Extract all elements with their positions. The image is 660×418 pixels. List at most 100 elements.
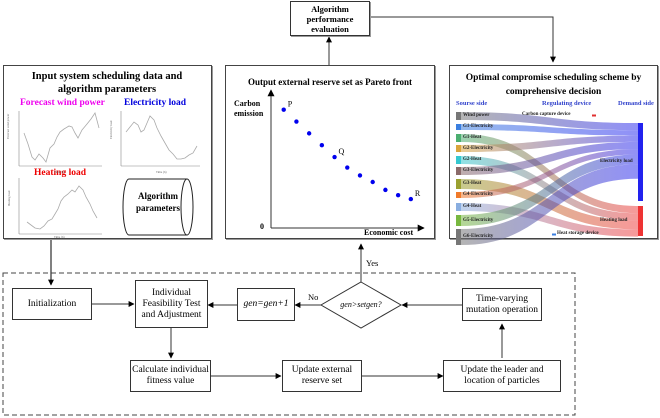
pareto-point [319, 143, 325, 148]
source-node [456, 124, 461, 130]
initialization-label: Initialization [27, 298, 77, 309]
x-axis-label: Economic cost [364, 228, 414, 237]
sankey-flow [461, 124, 638, 136]
svg-text:Time (h): Time (h) [156, 170, 166, 174]
regulating-device-header: Regulating device [542, 100, 592, 107]
y-axis-label: Carbon emission [234, 99, 264, 118]
origin-label: 0 [260, 222, 264, 231]
source-node [456, 215, 461, 226]
source-label: G3-Electricity [463, 168, 494, 173]
svg-text:Time (h): Time (h) [54, 235, 64, 239]
heating-load-chart: Heating load Time (h) [7, 178, 102, 239]
electricity-load-chart: Electricity load Time (h) [109, 111, 200, 174]
update-reserve-label: Update external reserve set [291, 365, 353, 386]
point-label-Q: Q [339, 147, 345, 156]
pareto-point [306, 131, 312, 136]
demand-label: Heating load [600, 218, 628, 223]
demand-label: Electricity load [600, 159, 633, 164]
regulating-node [552, 233, 556, 236]
point-label-P: P [288, 100, 293, 109]
sankey-flow [461, 164, 638, 245]
source-side-header: Sourse side [456, 100, 488, 107]
forecast-wind-power-chart: Forecast wind power Time (h) [6, 111, 102, 174]
heating-load-line [26, 185, 98, 230]
mutation-box: Time-varying mutation operation [462, 288, 542, 321]
electricity-load-label: Electricity load [124, 98, 186, 108]
yes-label: Yes [366, 258, 379, 268]
pareto-panel-title: Output external reserve set as Pareto fr… [248, 77, 412, 87]
mini-charts: Forecast wind power Time (h) Electricity… [6, 111, 200, 239]
algorithm-parameters-label: Algorithm parameters [136, 191, 180, 213]
evaluation-label: Algorithm performance evaluation [306, 3, 354, 34]
source-label: G2-Electricity [463, 145, 494, 151]
pareto-point [294, 119, 299, 124]
regulating-node [592, 114, 596, 117]
sankey-diagram [456, 112, 643, 245]
sankey-flow [461, 141, 638, 175]
mutation-label: Time-varying mutation operation [465, 293, 539, 315]
gen-increment-label: gen=gen+1 [243, 299, 289, 309]
source-label: G6-Electricity [463, 234, 494, 239]
forecast-wind-power-line [23, 112, 100, 163]
source-label: G4-Electricity [463, 192, 494, 197]
pareto-point [395, 192, 401, 198]
input-data-panel: Input system scheduling data and algorit… [3, 65, 212, 239]
pareto-point [281, 107, 286, 112]
feasibility-box: Individual Feasibility Test and Adjustme… [135, 280, 208, 328]
svg-text:Heating load: Heating load [7, 190, 11, 206]
source-node [456, 229, 461, 245]
sankey-flow [461, 112, 638, 131]
scheduling-scheme-panel: Optimal compromise scheduling scheme by … [449, 65, 658, 245]
fitness-label: Calculate individual fitness value [132, 365, 209, 386]
source-label: G4-Heat [463, 204, 482, 209]
input-panel-title: Input system scheduling data and algorit… [31, 71, 183, 95]
no-label: No [308, 292, 319, 302]
algorithm-performance-evaluation-box: Algorithm performance evaluation [290, 1, 370, 36]
pareto-point [408, 196, 414, 202]
source-label: G5-Electricity [463, 217, 494, 223]
svg-text:Time (h): Time (h) [54, 170, 64, 174]
source-node [456, 167, 461, 175]
demand-node [638, 123, 643, 201]
arrow-evaluation-to-sankey [370, 16, 556, 63]
regulating-label: Heat storage device [557, 231, 599, 236]
regulating-label: Carbon capture device [522, 112, 571, 117]
feasibility-label: Individual Feasibility Test and Adjustme… [141, 287, 202, 320]
pareto-point [383, 187, 388, 193]
source-label: G3-Heat [463, 181, 482, 186]
sankey-flow [461, 149, 638, 198]
svg-text:Forecast wind power: Forecast wind power [6, 114, 10, 139]
forecast-wind-power-label: Forecast wind power [20, 98, 105, 108]
decision-label: gen>setgen? [340, 300, 382, 309]
demand-node [638, 206, 643, 236]
sankey-flow [461, 135, 638, 152]
sankey-flow [461, 154, 638, 226]
update-reserve-box: Update external reserve set [282, 360, 362, 392]
update-leader-box: Update the leader and location of partic… [443, 360, 561, 392]
pareto-point [357, 173, 363, 178]
source-label: G1-Heat [463, 135, 482, 140]
update-leader-label: Update the leader and location of partic… [460, 365, 544, 386]
sankey-panel-title: Optimal compromise scheduling scheme by … [465, 73, 642, 97]
heating-load-label: Heating load [34, 168, 86, 178]
point-label-R: R [415, 189, 421, 198]
electricity-load-line [125, 115, 198, 160]
gen-increment-box: gen=gen+1 [237, 288, 295, 321]
source-node [456, 179, 461, 189]
pareto-point [370, 179, 375, 185]
algorithm-parameters-cylinder [122, 178, 194, 236]
source-node [456, 192, 461, 198]
source-label: G1-Electricity [463, 124, 494, 129]
source-node [456, 203, 461, 211]
pareto-point [345, 165, 350, 170]
loop-region [2, 272, 576, 416]
fitness-box: Calculate individual fitness value [130, 360, 211, 392]
pareto-point [332, 154, 337, 160]
initialization-box: Initialization [12, 288, 92, 320]
source-node [456, 134, 461, 142]
decision-diamond [319, 281, 403, 329]
pareto-front-panel: Output external reserve set as Pareto fr… [225, 65, 435, 239]
source-node [456, 156, 461, 164]
demand-side-header: Demand side [618, 100, 654, 107]
